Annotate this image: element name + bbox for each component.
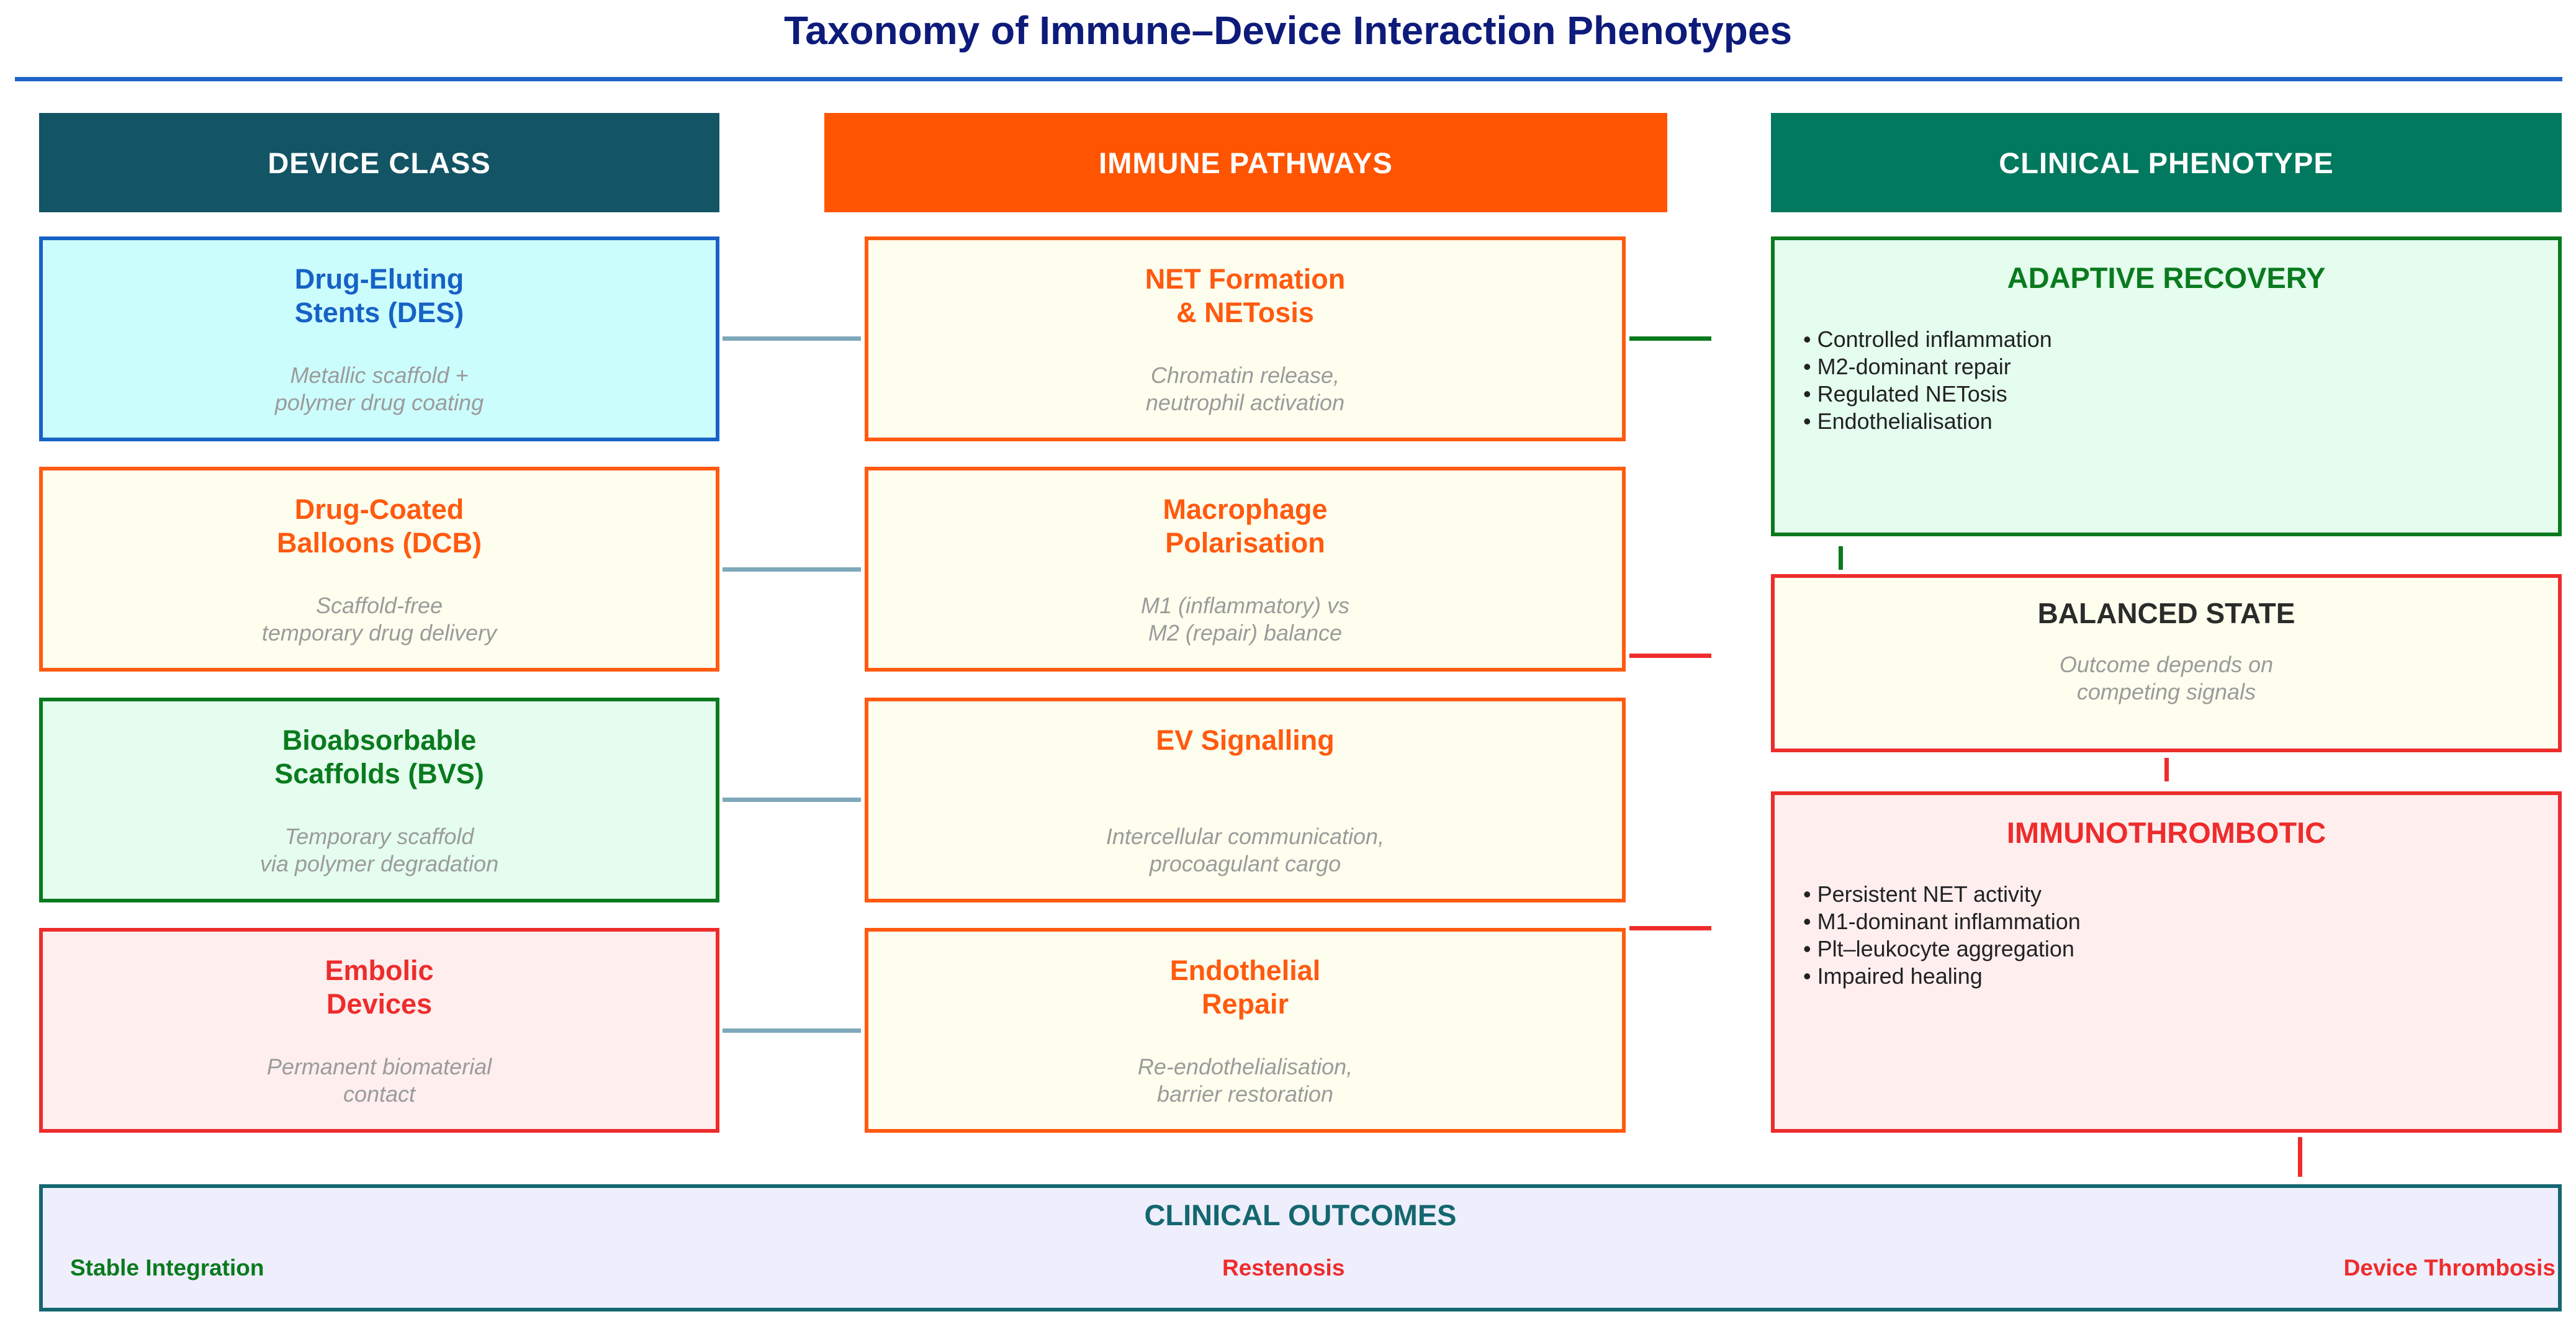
device-box-des: Drug-Eluting Stents (DES) Metallic scaff… [39,236,719,441]
page-title: Taxonomy of Immune–Device Interaction Ph… [783,8,1793,53]
connector-dcb-to-macrophage [723,567,861,572]
connector-stub-red-upper [1629,654,1711,658]
phenotype-title: BALANCED STATE [2037,597,2295,629]
connector-adaptive-to-balanced [1839,546,1843,570]
phenotype-title: ADAPTIVE RECOVERY [2007,261,2326,294]
connector-stub-green [1629,336,1711,341]
device-box-embolic: Embolic Devices Permanent biomaterial co… [39,928,719,1133]
header-immune-pathways: IMMUNE PATHWAYS [824,113,1667,212]
bullet-item: Endothelialisation [1803,408,2558,435]
bullet-item: Plt–leukocyte aggregation [1803,935,2558,963]
device-title: Drug-Eluting Stents (DES) [294,263,464,328]
header-clinical-phenotype: CLINICAL PHENOTYPE [1771,113,2562,212]
device-subtitle: Scaffold-free temporary drug delivery [261,593,497,646]
device-title: Drug-Coated Balloons (DCB) [277,493,482,559]
outcome-stable-integration: Stable Integration [70,1255,264,1280]
bullet-item: Controlled inflammation [1803,326,2558,353]
phenotype-box-balanced: BALANCED STATE Outcome depends on compet… [1771,574,2562,752]
outcome-restenosis: Restenosis [1222,1255,1345,1280]
pathway-title: Endothelial Repair [1169,955,1321,1020]
connector-embolic-to-endothelial [723,1028,861,1033]
pathway-box-macrophage: Macrophage Polarisation M1 (inflammatory… [865,467,1626,672]
phenotype-title: IMMUNOTHROMBOTIC [2006,816,2326,849]
pathway-subtitle: Re-endothelialisation, barrier restorati… [1137,1054,1353,1107]
pathway-title: Macrophage Polarisation [1163,493,1328,559]
connector-des-to-net [723,336,861,341]
connector-stub-red-lower [1629,926,1711,930]
pathway-box-endothelial: Endothelial Repair Re-endothelialisation… [865,928,1626,1133]
pathway-box-ev: EV Signalling Intercellular communicatio… [865,698,1626,902]
device-title: Embolic Devices [325,955,434,1020]
device-subtitle: Permanent biomaterial contact [266,1054,492,1107]
pathway-subtitle: Chromatin release, neutrophil activation [1145,362,1345,415]
device-box-dcb: Drug-Coated Balloons (DCB) Scaffold-free… [39,467,719,672]
phenotype-box-immunothrombotic: IMMUNOTHROMBOTIC Persistent NET activity… [1771,791,2562,1133]
phenotype-bullets: Controlled inflammation M2-dominant repa… [1775,326,2558,435]
bullet-item: Regulated NETosis [1803,380,2558,408]
connector-bvs-to-ev [723,798,861,802]
bullet-item: M2-dominant repair [1803,353,2558,380]
title-divider [15,77,2562,81]
device-box-bvs: Bioabsorbable Scaffolds (BVS) Temporary … [39,698,719,902]
bullet-item: M1-dominant inflammation [1803,908,2558,935]
pathway-title: EV Signalling [1156,724,1335,756]
bullet-item: Persistent NET activity [1803,881,2558,908]
connector-balanced-to-immunothrombotic [2164,758,2169,781]
outcome-device-thrombosis: Device Thrombosis [2343,1255,2556,1280]
phenotype-bullets: Persistent NET activity M1-dominant infl… [1775,881,2558,990]
pathway-subtitle: M1 (inflammatory) vs M2 (repair) balance [1140,593,1350,646]
device-subtitle: Metallic scaffold + polymer drug coating [274,362,484,415]
device-subtitle: Temporary scaffold via polymer degradati… [259,824,499,876]
device-title: Bioabsorbable Scaffolds (BVS) [274,724,484,789]
phenotype-box-adaptive: ADAPTIVE RECOVERY Controlled inflammatio… [1771,236,2562,536]
pathway-title: NET Formation & NETosis [1145,263,1346,328]
phenotype-subtitle: Outcome depends on competing signals [2059,652,2274,704]
pathway-box-net: NET Formation & NETosis Chromatin releas… [865,236,1626,441]
pathway-subtitle: Intercellular communication, procoagulan… [1106,824,1385,876]
bullet-item: Impaired healing [1803,963,2558,990]
header-device-class: DEVICE CLASS [39,113,719,212]
clinical-outcomes-panel: CLINICAL OUTCOMES Stable Integration Res… [39,1184,2562,1311]
clinical-outcomes-title: CLINICAL OUTCOMES [1144,1199,1457,1231]
connector-immunothrombotic-to-outcomes [2298,1137,2302,1177]
